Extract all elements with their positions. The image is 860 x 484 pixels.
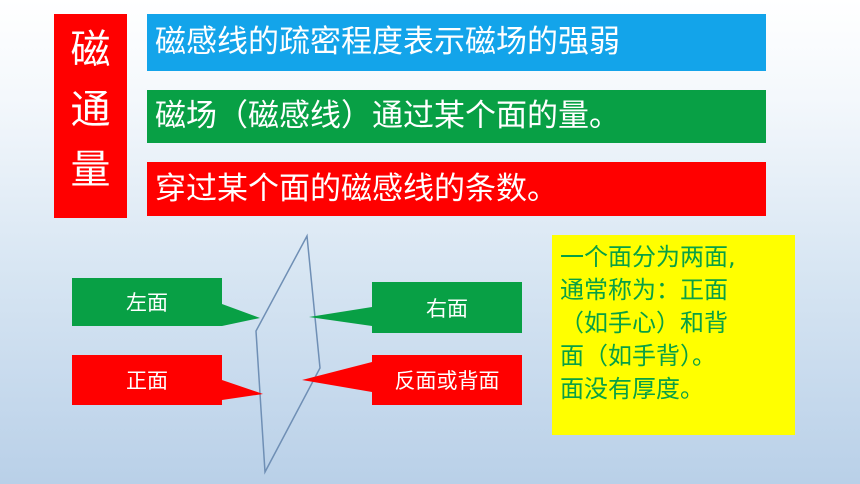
front-face-label: 正面 [72,355,222,405]
surface-plane [255,233,321,475]
definition-line-count: 穿过某个面的磁感线的条数。 [147,162,766,216]
left-face-label: 左面 [72,278,222,326]
left-face-pointer [222,304,260,326]
definition-field-density: 磁感线的疏密程度表示磁场的强弱 [147,14,766,71]
back-face-label: 反面或背面 [372,355,522,405]
right-face-pointer [309,307,372,326]
magnetic-flux-title: 磁 通 量 [54,14,127,218]
front-face-pointer [222,380,263,400]
surface-note: 一个面分为两面, 通常称为：正面 （如手心）和背 面（如手背）。 面没有厚度。 [552,235,795,435]
back-face-pointer [302,362,372,392]
right-face-label: 右面 [372,282,522,333]
definition-flux-amount: 磁场（磁感线）通过某个面的量。 [147,90,766,143]
